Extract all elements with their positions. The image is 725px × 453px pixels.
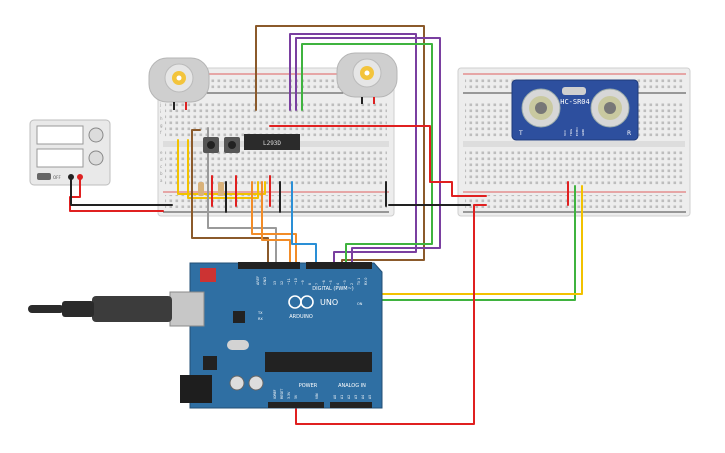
reset-pin-label: RESET: [280, 389, 284, 399]
wire-orange-2: [261, 181, 291, 273]
wire-brown-short: [191, 129, 269, 273]
on-led-label: ON: [357, 302, 363, 306]
chip-label: L293D: [263, 140, 281, 147]
digital-header-label: DIGITAL (PWM~): [312, 286, 354, 292]
v5-label: 5V: [294, 394, 298, 399]
push-button-1[interactable]: [203, 137, 219, 153]
arduino-brand: ARDUINO: [289, 314, 313, 320]
wire-blue: [291, 181, 317, 273]
digital-pin-label: 8: [308, 283, 312, 285]
motor-driver-chip[interactable]: L293D: [244, 134, 300, 150]
analog-pin-label: A5: [368, 395, 372, 399]
power-supply[interactable]: OFF: [29, 119, 111, 186]
sensor-pin-label: TRIG: [569, 128, 573, 137]
wire-orange: [251, 181, 297, 273]
dc-motor-left[interactable]: [148, 57, 210, 110]
dc-motor-right[interactable]: [336, 52, 398, 104]
wire-purple-1: [289, 33, 417, 273]
row-letter: i: [160, 109, 161, 114]
row-letter: d: [160, 157, 163, 162]
push-button-2[interactable]: [224, 137, 240, 153]
row-letter: f: [160, 130, 162, 135]
gnd-label: GND: [263, 277, 267, 285]
analog-pin-label: A2: [347, 395, 351, 399]
analog-pin-label: A1: [340, 395, 344, 399]
digital-pin-label: 4: [336, 283, 340, 285]
wire-gray: [207, 127, 277, 273]
sensor-marker-r: R: [627, 130, 631, 137]
wire-red-rail: [269, 125, 487, 197]
power-switch-label: OFF: [53, 175, 61, 180]
analog-pin-label: A4: [361, 395, 365, 399]
aref-label: AREF: [256, 276, 260, 285]
sensor-label: HC-SR04: [560, 98, 590, 106]
sensor-pin-label: VCC: [563, 130, 567, 136]
digital-pin-label: ~11: [287, 278, 291, 285]
analog-pin-label: A3: [354, 395, 358, 399]
arduino-uno[interactable]: ARDUINO UNO DIGITAL (PWM~) POWER ANALOG …: [28, 262, 383, 409]
tx-led-label: TX: [257, 311, 263, 315]
sensor-pin-label: ECHO: [575, 127, 579, 136]
sensor-marker-t: T: [518, 130, 523, 137]
row-letter: j: [159, 102, 161, 107]
digital-pin-label: 12: [280, 281, 284, 285]
digital-pin-label: 13: [273, 281, 277, 285]
wire-black-supply: [70, 176, 173, 206]
digital-pin-label: 2: [350, 283, 354, 285]
ioref-label: IOREF: [273, 389, 277, 399]
v33-label: 3.3V: [287, 391, 291, 399]
row-letter: c: [160, 164, 162, 169]
digital-pin-label: ~6: [322, 280, 326, 285]
vin-label: VIN: [315, 393, 319, 399]
row-letter: h: [160, 116, 163, 121]
wire-yellow-3: [187, 139, 259, 199]
arduino-model: UNO: [320, 298, 338, 307]
digital-pin-label: ~5: [329, 280, 333, 285]
power-header-label: POWER: [299, 383, 318, 389]
rx-led-label: RX: [258, 317, 263, 321]
digital-pin-label: 7: [315, 283, 319, 285]
digital-pin-label: RX 0: [364, 278, 368, 285]
resistors: [198, 182, 224, 196]
analog-pin-label: A0: [333, 395, 337, 399]
digital-pin-label: ~10: [294, 278, 298, 285]
digital-pin-label: TX 1: [357, 278, 361, 286]
digital-pin-label: ~3: [343, 280, 347, 285]
row-letter: e: [160, 150, 163, 155]
analog-header-label: ANALOG IN: [338, 383, 366, 389]
sensor-pin-label: GND: [581, 128, 585, 136]
row-letter: b: [160, 171, 163, 176]
wire-red-5v: [295, 204, 487, 425]
row-letter: g: [160, 123, 163, 128]
row-letter: a: [160, 178, 163, 183]
digital-pin-label: ~9: [301, 280, 305, 285]
wire-purple-2: [295, 37, 441, 273]
wire-green-1: [301, 43, 433, 273]
